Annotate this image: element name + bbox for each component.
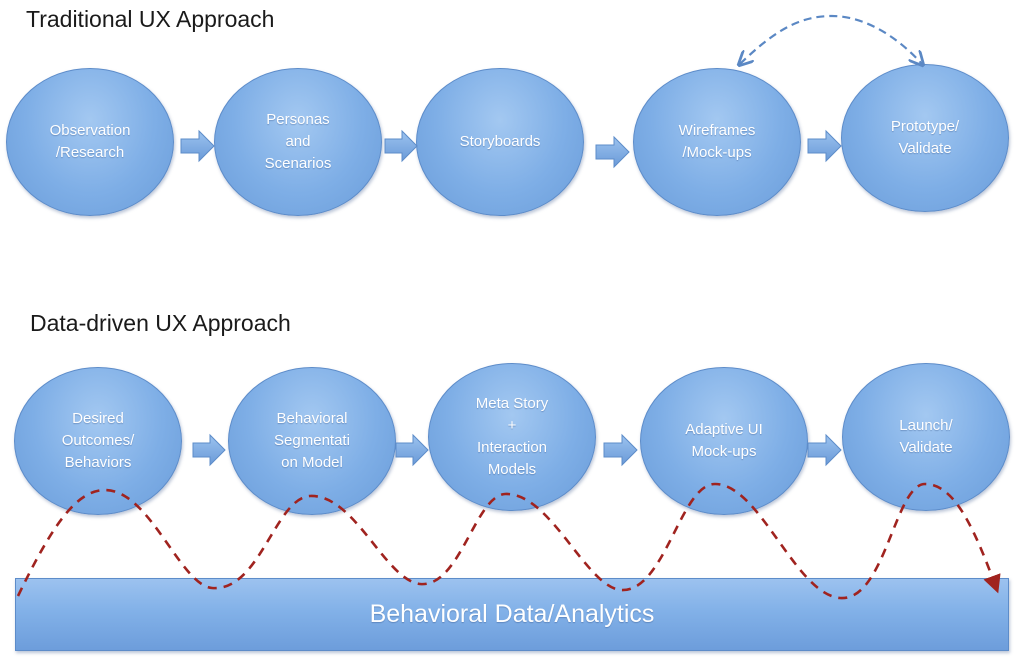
traditional-step-label: Wireframes /Mock-ups xyxy=(678,122,756,161)
flow-arrow xyxy=(384,129,418,163)
behavioral-data-analytics-label: Behavioral Data/Analytics xyxy=(369,600,655,628)
iteration-loop-arrow xyxy=(740,14,922,64)
data-driven-step-launch-validate: Launch/ Validate xyxy=(842,363,1010,511)
data-driven-step-label: Desired Outcomes/ Behaviors xyxy=(61,410,135,471)
data-driven-step-label: Adaptive UI Mock-ups xyxy=(685,421,763,460)
traditional-step-observation-research: Observation /Research xyxy=(6,68,174,216)
flow-arrow xyxy=(807,433,842,467)
traditional-step-label: Storyboards xyxy=(459,133,541,150)
flow-arrow xyxy=(192,433,226,467)
data-driven-step-behavioral-segmentation: Behavioral Segmentati on Model xyxy=(228,367,396,515)
data-driven-step-label: Meta Story + Interaction Models xyxy=(475,395,549,478)
data-driven-ux-title: Data-driven UX Approach xyxy=(30,310,291,336)
traditional-step-prototype-validate: Prototype/ Validate xyxy=(841,64,1009,212)
behavioral-data-analytics-bar: Behavioral Data/Analytics xyxy=(15,578,1009,651)
flow-arrow xyxy=(603,433,638,467)
behavioral-data-wave xyxy=(16,482,1001,600)
flow-arrow xyxy=(595,135,630,169)
traditional-step-wireframes-mockups: Wireframes /Mock-ups xyxy=(633,68,801,216)
flow-arrow xyxy=(395,433,429,467)
traditional-step-label: Prototype/ Validate xyxy=(890,118,960,157)
traditional-step-personas-scenarios: Personas and Scenarios xyxy=(214,68,382,216)
flow-arrow xyxy=(180,129,215,163)
data-driven-step-meta-story: Meta Story + Interaction Models xyxy=(428,363,596,511)
data-driven-step-adaptive-ui: Adaptive UI Mock-ups xyxy=(640,367,808,515)
data-driven-step-label: Launch/ Validate xyxy=(899,417,953,456)
traditional-step-label: Personas and Scenarios xyxy=(264,111,332,172)
data-driven-step-label: Behavioral Segmentati on Model xyxy=(274,410,350,471)
traditional-ux-title: Traditional UX Approach xyxy=(26,6,275,32)
flow-arrow xyxy=(807,129,842,163)
traditional-step-storyboards: Storyboards xyxy=(416,68,584,216)
traditional-step-label: Observation /Research xyxy=(49,122,131,161)
